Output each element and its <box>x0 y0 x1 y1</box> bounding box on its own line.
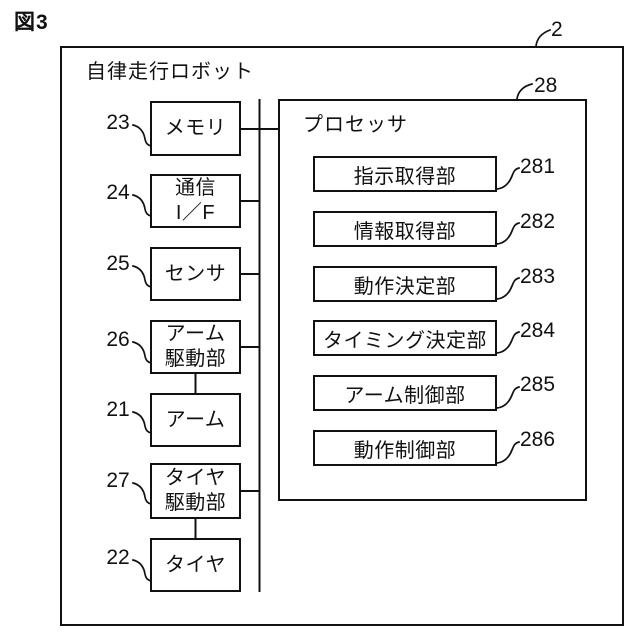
unit-box-arm-control: アーム制御部 <box>313 375 497 411</box>
ref-284: 284 <box>520 319 556 342</box>
leader-ref-2 <box>535 28 552 47</box>
ref-282: 282 <box>520 210 556 233</box>
leader-ref-25 <box>131 264 153 289</box>
leader-ref-283 <box>496 276 521 300</box>
ref-25: 25 <box>106 252 130 275</box>
box-arm-drive-label: アーム 駆動部 <box>164 323 227 370</box>
leader-ref-24 <box>131 193 153 218</box>
ref-22: 22 <box>106 546 130 569</box>
unit-operation-determination-label: 動作決定部 <box>353 275 457 298</box>
unit-box-operation-determination: 動作決定部 <box>313 266 497 302</box>
ref-281: 281 <box>520 155 556 178</box>
ref-23: 23 <box>106 111 130 134</box>
box-comm-if-label: 通信 I／F <box>175 177 216 224</box>
unit-instruction-acquisition-label: 指示取得部 <box>353 165 457 188</box>
ref-285: 285 <box>520 373 556 396</box>
processor-title: プロセッサ <box>303 114 408 136</box>
unit-information-acquisition-label: 情報取得部 <box>353 220 457 243</box>
box-tire-drive: タイヤ 駆動部 <box>150 463 241 519</box>
unit-arm-control-label: アーム制御部 <box>344 384 466 407</box>
box-arm-label: アーム <box>165 408 226 431</box>
leader-ref-286 <box>496 440 521 464</box>
robot-title: 自律走行ロボット <box>86 61 254 83</box>
ref-283: 283 <box>520 265 556 288</box>
processor-box <box>278 99 587 501</box>
leader-ref-26 <box>131 340 153 365</box>
box-comm-if: 通信 I／F <box>150 174 241 228</box>
unit-box-timing-determination: タイミング決定部 <box>313 320 497 356</box>
ref-27: 27 <box>106 469 130 492</box>
leader-ref-281 <box>496 166 521 190</box>
ref-21: 21 <box>106 398 130 421</box>
figure-label: 図3 <box>14 11 49 34</box>
unit-box-information-acquisition: 情報取得部 <box>313 211 497 247</box>
unit-box-operation-control: 動作制御部 <box>313 430 497 466</box>
unit-operation-control-label: 動作制御部 <box>353 439 457 462</box>
leader-ref-28 <box>516 82 534 100</box>
box-tire-drive-label: タイヤ 駆動部 <box>164 467 227 514</box>
box-sensor-label: センサ <box>164 262 227 285</box>
box-arm-drive: アーム 駆動部 <box>150 320 241 374</box>
leader-ref-23 <box>131 123 153 148</box>
leader-ref-21 <box>131 410 153 435</box>
unit-timing-determination-label: タイミング決定部 <box>323 329 487 352</box>
leader-ref-284 <box>496 330 521 354</box>
box-arm: アーム <box>150 393 241 447</box>
box-sensor: センサ <box>150 247 241 301</box>
ref-26: 26 <box>106 328 130 351</box>
leader-ref-282 <box>496 221 521 245</box>
ref-2: 2 <box>551 18 563 41</box>
leader-ref-22 <box>131 558 153 583</box>
box-tire: タイヤ <box>150 538 241 592</box>
ref-24: 24 <box>106 181 130 204</box>
unit-box-instruction-acquisition: 指示取得部 <box>313 156 497 192</box>
ref-286: 286 <box>520 428 556 451</box>
leader-ref-27 <box>131 481 153 506</box>
robot-box <box>60 46 624 626</box>
ref-28: 28 <box>534 74 558 97</box>
leader-ref-285 <box>496 385 521 409</box>
box-tire-label: タイヤ <box>165 553 226 576</box>
box-memory-label: メモリ <box>164 117 227 139</box>
box-memory: メモリ <box>150 101 241 156</box>
